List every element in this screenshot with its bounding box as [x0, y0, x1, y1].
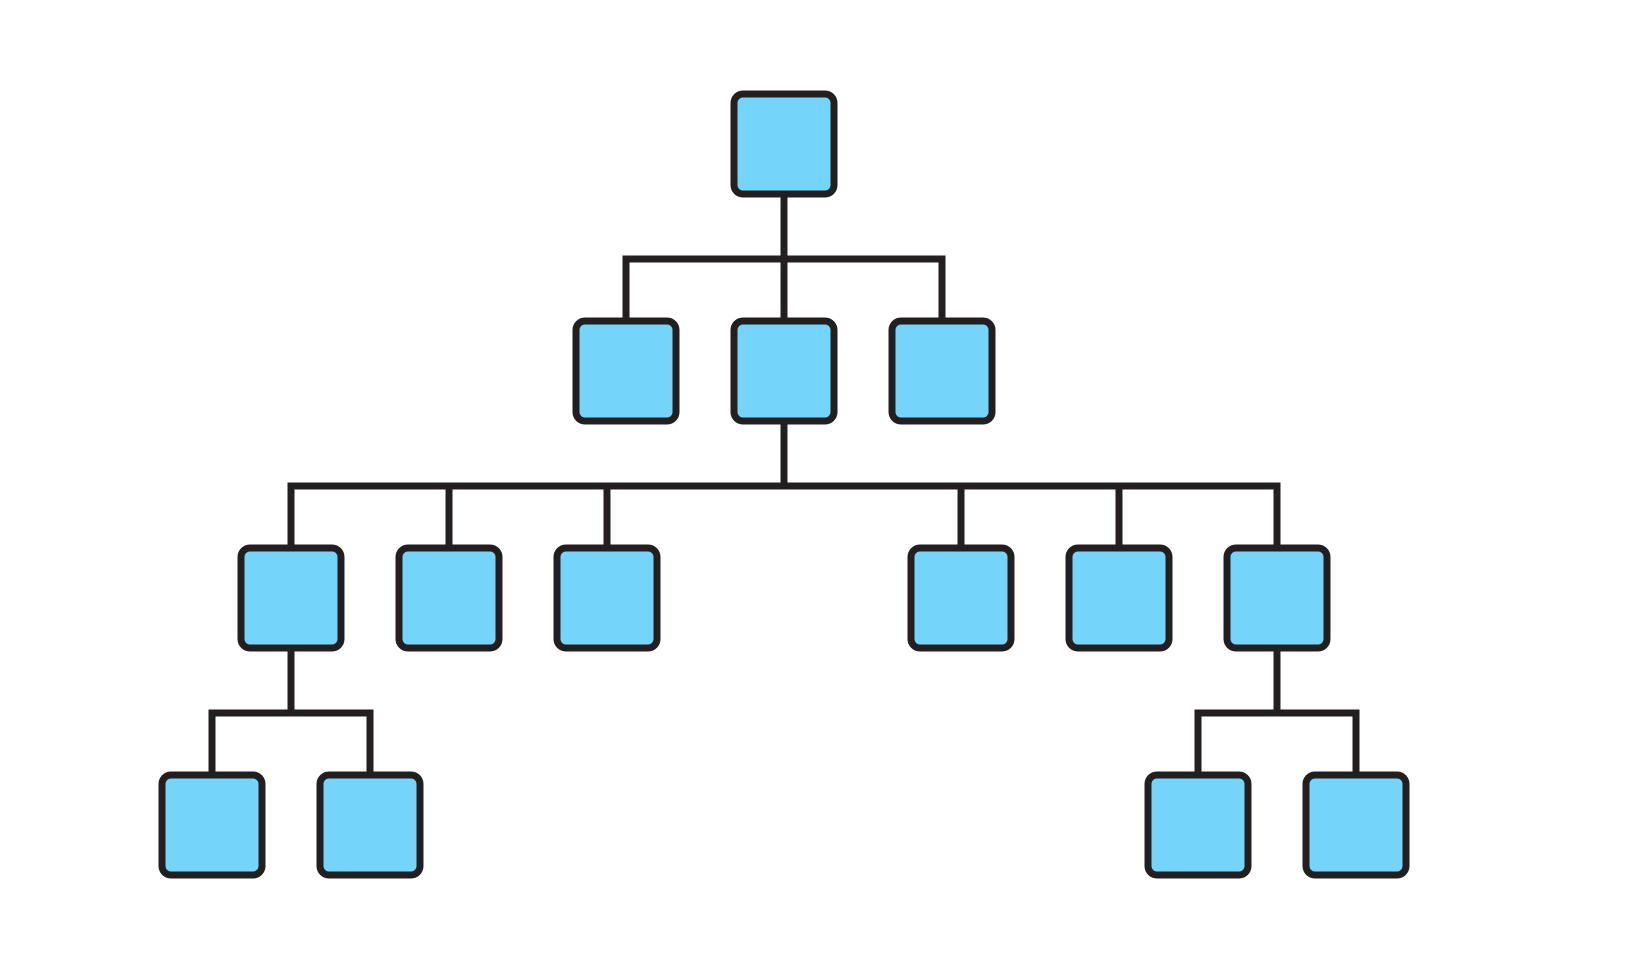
node-box-l2-6 — [1223, 544, 1331, 652]
node-box-l1-right — [888, 317, 996, 425]
node-box-l1-center — [730, 317, 838, 425]
node-box-l2-3 — [553, 544, 661, 652]
node-box-l2-2 — [395, 544, 503, 652]
node-box-l1-left — [572, 317, 680, 425]
node-box-l3-2 — [316, 771, 424, 879]
node-box-l2-1 — [237, 544, 345, 652]
node-box-l3-3 — [1144, 771, 1252, 879]
node-box-l3-1 — [158, 771, 266, 879]
node-box-l3-4 — [1302, 771, 1410, 879]
node-box-l2-4 — [907, 544, 1015, 652]
connector-lines — [208, 190, 1360, 779]
node-boxes — [158, 90, 1410, 879]
node-box-root — [730, 90, 838, 198]
node-box-l2-5 — [1065, 544, 1173, 652]
